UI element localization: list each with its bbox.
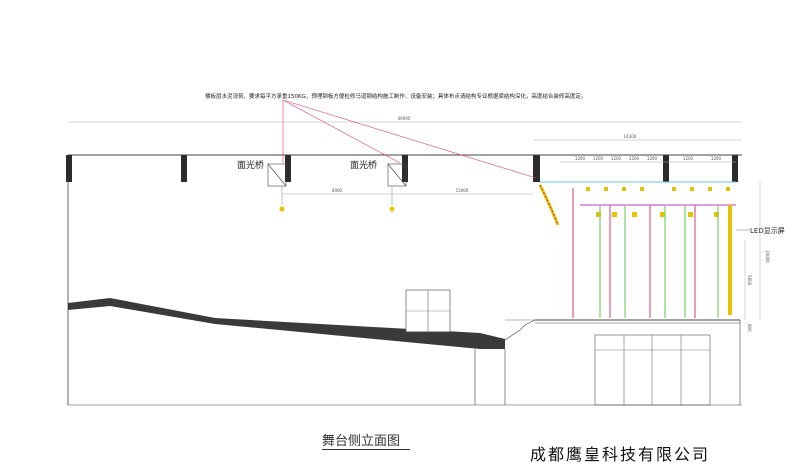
span-2-label: 15000 — [456, 188, 469, 193]
led-screen — [728, 205, 732, 315]
note-leader-3 — [282, 99, 537, 179]
column-6 — [663, 155, 669, 182]
company-name: 成都鹰皇科技有限公司 — [530, 445, 711, 464]
grid-dim-2: 1200 — [593, 156, 604, 161]
column-5 — [533, 155, 540, 182]
face-light-1 — [279, 206, 285, 212]
height-3-label: 800 — [747, 324, 752, 332]
structural-note: 楼板层水泥浇筑，要求每平方承重150KG，预埋钢板方便检修马道钢结构施工制作、设… — [205, 94, 587, 100]
face-light-2 — [389, 206, 395, 212]
seating-rake — [68, 298, 505, 349]
column-7 — [732, 155, 738, 182]
stage-steps — [504, 319, 536, 341]
grid-dim-7: 1200 — [711, 156, 722, 161]
stage-width-label: 14300 — [624, 134, 637, 139]
height-1-label: 10000 — [765, 250, 770, 263]
led-screen-label: LED显示屏 — [750, 227, 785, 235]
grid-dim-5: 1200 — [647, 156, 658, 161]
height-2-label: 5800 — [747, 275, 752, 286]
face-light-bridge-2-label: 面光桥 — [350, 159, 377, 171]
column-3 — [285, 155, 291, 182]
span-1-label: 8000 — [332, 188, 343, 193]
face-light-bridge-2-box — [387, 163, 407, 187]
under-stage-doors — [594, 334, 711, 406]
drawing-title-underline — [322, 449, 410, 450]
drawing-title: 舞台侧立面图 — [322, 434, 401, 449]
column-4 — [402, 155, 408, 182]
grid-dim-1: 1200 — [575, 156, 586, 161]
grid-dim-3: 1200 — [611, 156, 622, 161]
face-light-bridge-1-label: 面光桥 — [237, 159, 264, 171]
curtain-lines — [572, 188, 696, 318]
column-2 — [181, 155, 187, 182]
face-light-bridge-1-box — [267, 163, 287, 187]
overall-width-label: 49095 — [398, 116, 411, 121]
column-1 — [66, 155, 72, 182]
grid-dim-6: 1200 — [683, 156, 694, 161]
note-leader-2 — [282, 99, 401, 164]
grid-dim-4: 1200 — [629, 156, 640, 161]
drop-lines — [599, 205, 719, 318]
stage-lights — [586, 187, 730, 217]
